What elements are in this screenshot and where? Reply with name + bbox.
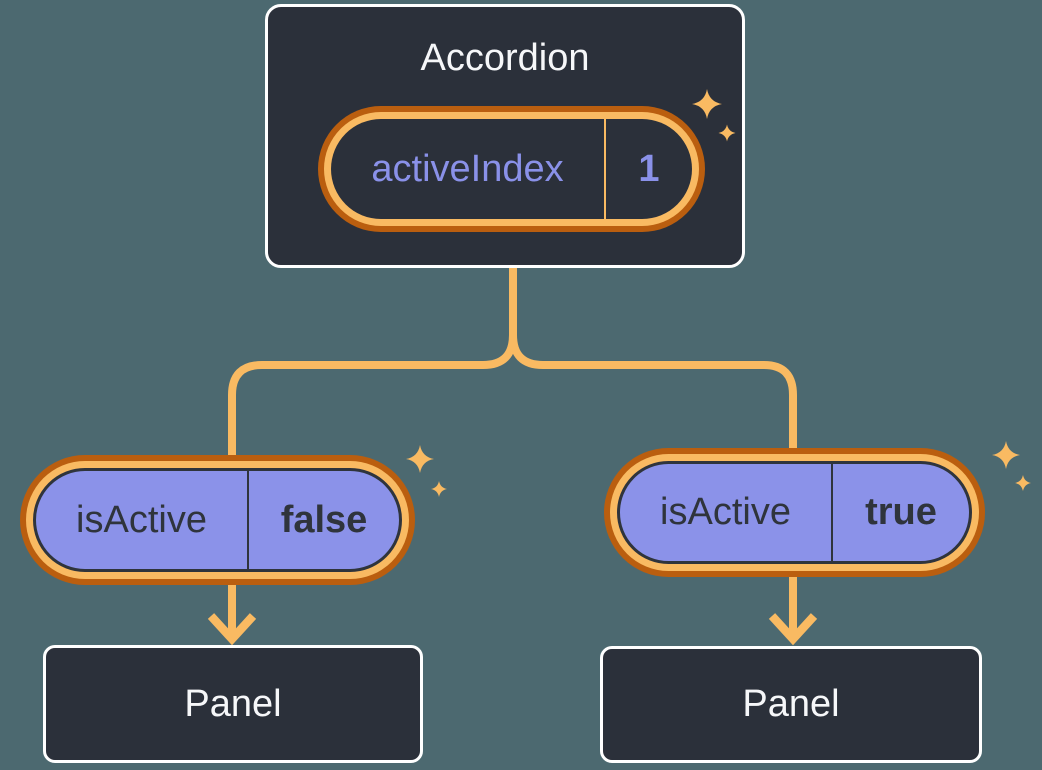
sparkle-icon [692, 89, 736, 142]
prop-value-label: true [865, 491, 937, 533]
state-pill-divider [604, 119, 606, 219]
connector-branch-right [509, 334, 797, 636]
panel-label: Panel [742, 683, 840, 725]
state-pill-ring: isActive false [26, 461, 409, 579]
state-value-label: 1 [638, 147, 660, 190]
prop-name-label: isActive [660, 491, 791, 533]
state-pill-body: isActive false [33, 468, 402, 572]
state-pill-divider [831, 464, 833, 561]
prop-name-label: isActive [76, 498, 207, 541]
state-name-label: activeIndex [371, 147, 564, 190]
panel-card-left: Panel [43, 645, 423, 763]
connector-branch-left [228, 334, 517, 636]
state-pill-divider [247, 471, 249, 569]
sparkle-icon [992, 441, 1031, 491]
accordion-card: Accordion activeIndex 1 [265, 4, 745, 268]
panel-label: Panel [184, 682, 282, 725]
prop-value-label: false [280, 498, 368, 541]
accordion-title: Accordion [420, 37, 590, 79]
state-pill-ring: isActive true [610, 454, 979, 571]
state-pill-body: isActive true [617, 461, 972, 564]
active-index-state-pill: activeIndex 1 [318, 106, 705, 232]
panel-card-right: Panel [600, 646, 982, 763]
arrow-down-icon [207, 613, 257, 646]
sparkle-icon [406, 445, 447, 497]
arrow-down-icon [768, 613, 818, 646]
state-pill-body: activeIndex 1 [331, 119, 692, 219]
is-active-prop-pill-right: isActive true [604, 448, 985, 577]
is-active-prop-pill-left: isActive false [20, 455, 415, 585]
state-pill-ring: activeIndex 1 [324, 112, 699, 226]
